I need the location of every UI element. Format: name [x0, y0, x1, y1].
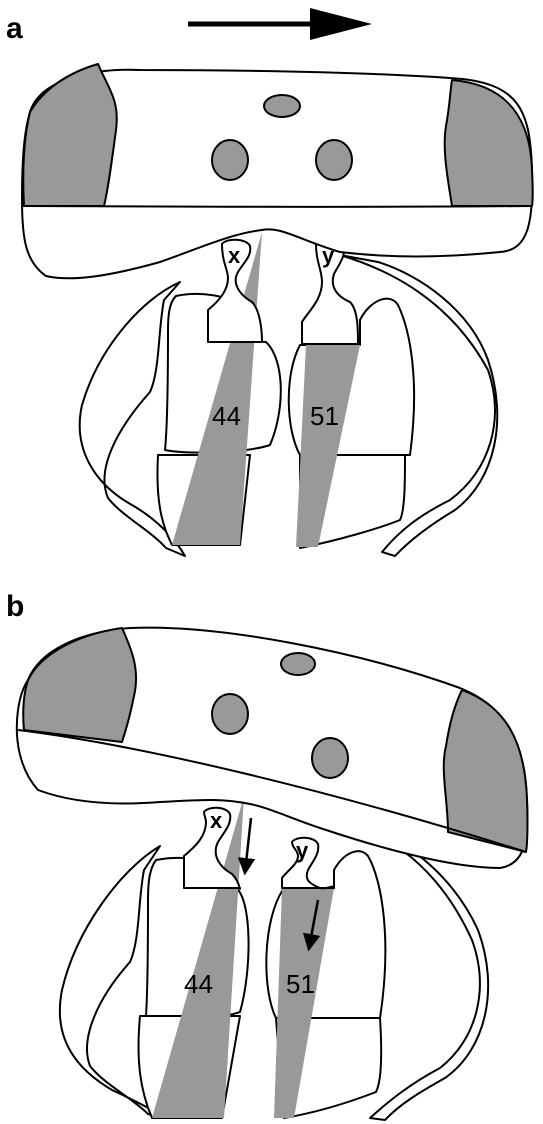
hole-right-b — [312, 738, 348, 778]
upper-left-shade-b — [23, 628, 136, 742]
label-y-a: y — [322, 243, 335, 268]
hole-right-a — [316, 140, 352, 180]
panel-letter-a: a — [6, 12, 23, 45]
label-x-a: x — [228, 243, 241, 268]
panel-letter-b: b — [6, 590, 24, 623]
lower-structures-a — [80, 255, 498, 556]
upper-right-shade-a — [445, 80, 533, 206]
upper-right-shade-b — [444, 690, 528, 852]
label-44-b: 44 — [184, 969, 213, 999]
label-44-a: 44 — [212, 401, 241, 431]
hole-left-b — [212, 694, 248, 734]
hole-top-a — [264, 95, 300, 117]
panel-a: a — [6, 8, 533, 556]
right-arrow-icon — [188, 8, 372, 40]
panel-b: b x y 44 51 — [6, 590, 527, 1120]
label-51-b: 51 — [286, 969, 315, 999]
upper-body-crease-a — [22, 206, 532, 207]
lower-structures-b — [60, 820, 488, 1120]
down-arrow-icon — [245, 818, 251, 872]
hole-top-b — [281, 653, 315, 675]
upper-left-shade-a — [23, 64, 117, 206]
hole-left-a — [212, 140, 248, 180]
label-x-b: x — [210, 808, 223, 833]
label-51-a: 51 — [310, 401, 339, 431]
label-y-b: y — [296, 838, 309, 863]
